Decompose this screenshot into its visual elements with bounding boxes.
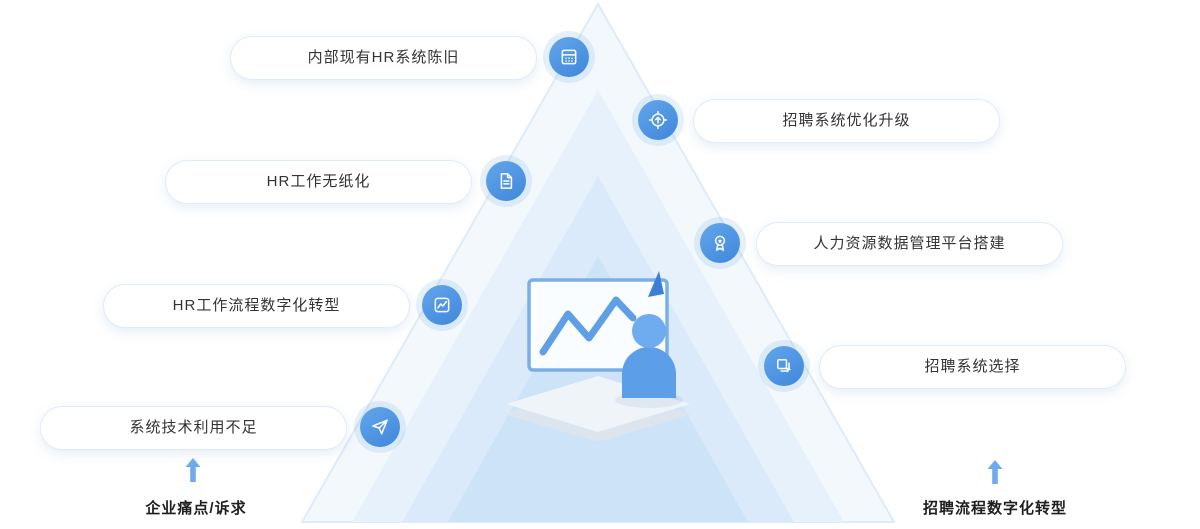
right-caption: 招聘流程数字化转型: [922, 500, 1067, 517]
copy-select-icon: [764, 346, 804, 386]
document-icon: [486, 161, 526, 201]
up-arrow-icon: [185, 458, 201, 484]
pain-point-pill: HR工作无纸化: [165, 160, 472, 204]
platform-illustration: [504, 376, 692, 442]
pain-point-pill: HR工作流程数字化转型: [103, 284, 410, 328]
pain-point-pill: 内部现有HR系统陈旧: [230, 36, 537, 80]
pencil-icon: [648, 271, 664, 297]
person-illustration: [615, 314, 683, 408]
upgrade-target-icon: [638, 100, 678, 140]
solution-pill: 人力资源数据管理平台搭建: [756, 222, 1063, 266]
calculator-icon: [549, 37, 589, 77]
solution-pill: 招聘系统优化升级: [693, 99, 1000, 143]
chart-board-illustration: [527, 271, 669, 372]
pain-point-pill: 系统技术利用不足: [40, 406, 347, 450]
paper-plane-icon: [360, 407, 400, 447]
solution-pill: 招聘系统选择: [819, 345, 1126, 389]
badge-icon: [700, 223, 740, 263]
left-caption: 企业痛点/诉求: [145, 500, 247, 517]
line-chart-icon: [422, 285, 462, 325]
up-arrow-icon: [987, 460, 1003, 486]
